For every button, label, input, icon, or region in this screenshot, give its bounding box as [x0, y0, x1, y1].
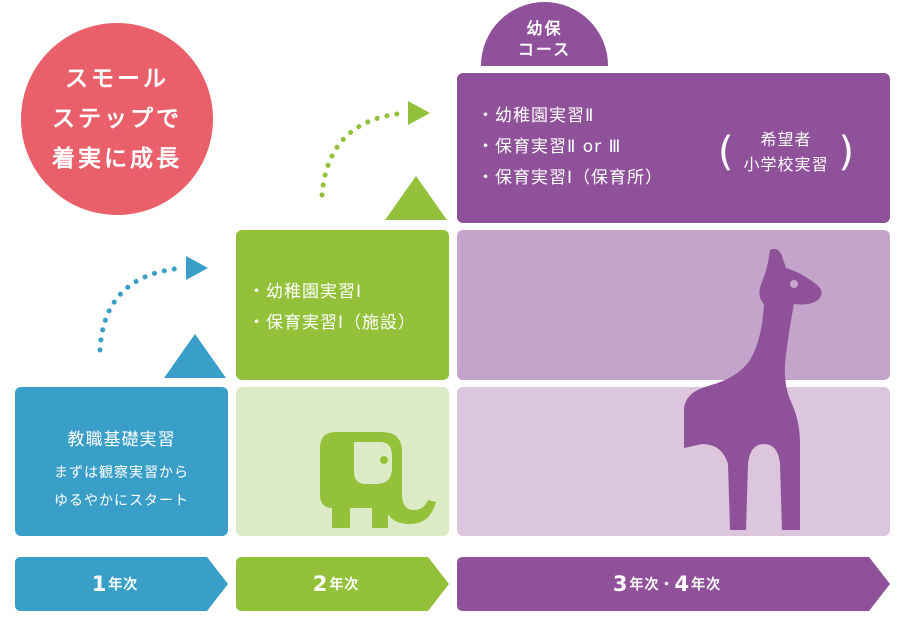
triangle-up-icon	[385, 176, 447, 220]
year34-lower-block	[457, 387, 890, 536]
year1-title: 教職基礎実習	[67, 430, 176, 450]
dotted-arrow-icon	[319, 101, 430, 198]
optional-elementary-practice: ( 希望者 小学校実習 )	[700, 118, 872, 186]
year34-item-3: ・保育実習Ⅰ（保育所）	[477, 168, 664, 188]
year2-label-unit: 年次	[329, 577, 360, 593]
year1-desc: まずは観察実習から ゆるやかにスタート	[15, 459, 228, 515]
year2-items: ・幼稚園実習Ⅰ ・保育実習Ⅰ（施設）	[248, 277, 416, 339]
dotted-arrow-icon	[97, 256, 208, 353]
small-steps-badge: スモール ステップで 着実に成長	[21, 23, 213, 215]
right-paren-icon: )	[838, 129, 855, 175]
badge-line-1: スモール	[65, 66, 169, 92]
year34-block: ・幼稚園実習Ⅱ ・保育実習Ⅱ or Ⅲ ・保育実習Ⅰ（保育所）	[457, 73, 890, 223]
year1-label-unit: 年次	[108, 577, 139, 593]
triangle-up-icon	[164, 334, 226, 378]
year1-block: 教職基礎実習 まずは観察実習から ゆるやかにスタート	[15, 387, 228, 536]
year2-label-bar: 2 年次	[236, 557, 449, 611]
course-tab: 幼保 コース	[481, 2, 608, 66]
year1-desc-line-1: まずは観察実習から	[54, 465, 189, 481]
year34-middle-block	[457, 230, 890, 380]
course-tab-line-2: コース	[517, 40, 572, 59]
left-paren-icon: (	[717, 129, 734, 175]
option-line-1: 希望者	[760, 130, 812, 149]
giraffe-icon	[684, 248, 822, 530]
year2-label-num: 2	[312, 572, 328, 596]
year1-desc-line-2: ゆるやかにスタート	[54, 493, 189, 509]
year2-block: ・幼稚園実習Ⅰ ・保育実習Ⅰ（施設）	[236, 230, 449, 380]
year2-item-1: ・幼稚園実習Ⅰ	[248, 282, 363, 302]
year34-label-bar: 3 年次・ 4 年次	[457, 557, 890, 611]
year1-label-bar: 1 年次	[15, 557, 228, 611]
badge-line-2: ステップで	[52, 106, 182, 132]
option-line-2: 小学校実習	[743, 155, 829, 174]
year3-label-unit: 年次・	[629, 577, 675, 593]
year2-item-2: ・保育実習Ⅰ（施設）	[248, 313, 417, 333]
year3-label-num: 3	[612, 572, 628, 596]
year34-items: ・幼稚園実習Ⅱ ・保育実習Ⅱ or Ⅲ ・保育実習Ⅰ（保育所）	[477, 101, 663, 194]
year1-label-num: 1	[91, 572, 107, 596]
elephant-icon	[320, 432, 436, 528]
year4-label-unit: 年次	[691, 577, 722, 593]
year4-label-num: 4	[674, 572, 690, 596]
year34-item-1: ・幼稚園実習Ⅱ	[477, 106, 595, 126]
year34-item-2: ・保育実習Ⅱ or Ⅲ	[477, 137, 622, 157]
badge-line-3: 着実に成長	[52, 146, 182, 172]
course-tab-line-1: 幼保	[526, 19, 563, 38]
